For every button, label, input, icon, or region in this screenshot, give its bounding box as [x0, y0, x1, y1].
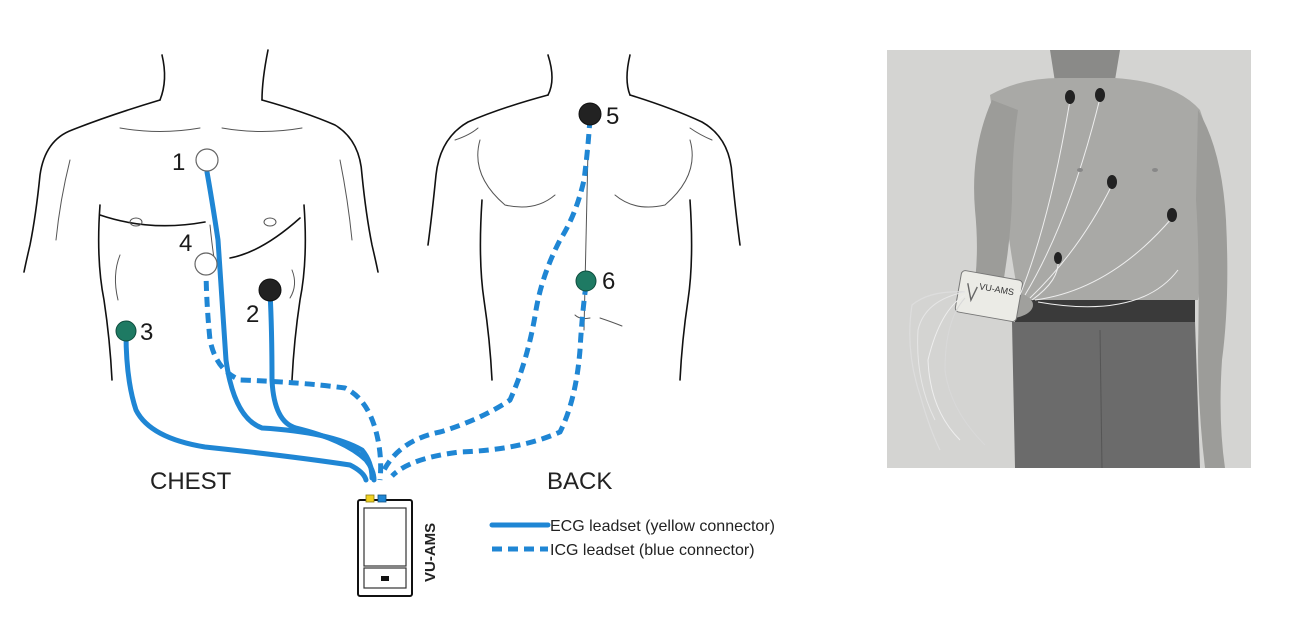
- electrode-5: [578, 102, 602, 126]
- legend-ecg-label: ECG leadset (yellow connector): [550, 518, 775, 535]
- icg-connector: [377, 494, 387, 503]
- electrode-label-2: 2: [246, 301, 259, 328]
- electrode-number-labels: 1 2 3 4 5 6: [140, 103, 619, 346]
- subject-photo: VU-AMS: [887, 50, 1251, 469]
- icg-lead-4: [203, 264, 384, 481]
- electrode-6: [575, 270, 597, 292]
- chest-label: CHEST: [150, 468, 232, 495]
- back-torso-drawing: [427, 54, 741, 381]
- icg-leads: [203, 117, 593, 481]
- electrode-1: [195, 148, 219, 172]
- electrode-label-5: 5: [606, 103, 619, 130]
- ecg-connector: [365, 494, 375, 503]
- ecg-lead-2: [267, 289, 377, 483]
- chest-torso-drawing: [23, 49, 379, 381]
- back-label: BACK: [547, 468, 612, 495]
- ecg-lead-3: [123, 330, 369, 483]
- electrode-label-1: 1: [172, 149, 185, 176]
- icg-lead-5: [381, 117, 593, 472]
- electrode-label-6: 6: [602, 268, 615, 295]
- device-label: VU-AMS: [422, 523, 439, 582]
- ecg-lead-1: [204, 169, 375, 481]
- electrode-label-4: 4: [179, 230, 192, 257]
- electrode-label-3: 3: [140, 319, 153, 346]
- icg-lead-6: [390, 284, 589, 478]
- ecg-leads: [123, 169, 377, 483]
- electrode-3: [115, 320, 137, 342]
- electrode-4: [194, 252, 218, 276]
- legend: ECG leadset (yellow connector) ICG leads…: [489, 518, 775, 559]
- electrode-2: [258, 278, 282, 302]
- electrode-markers: [115, 102, 602, 342]
- legend-icg-label: ICG leadset (blue connector): [550, 542, 755, 559]
- vu-ams-device: VU-AMS: [357, 494, 439, 597]
